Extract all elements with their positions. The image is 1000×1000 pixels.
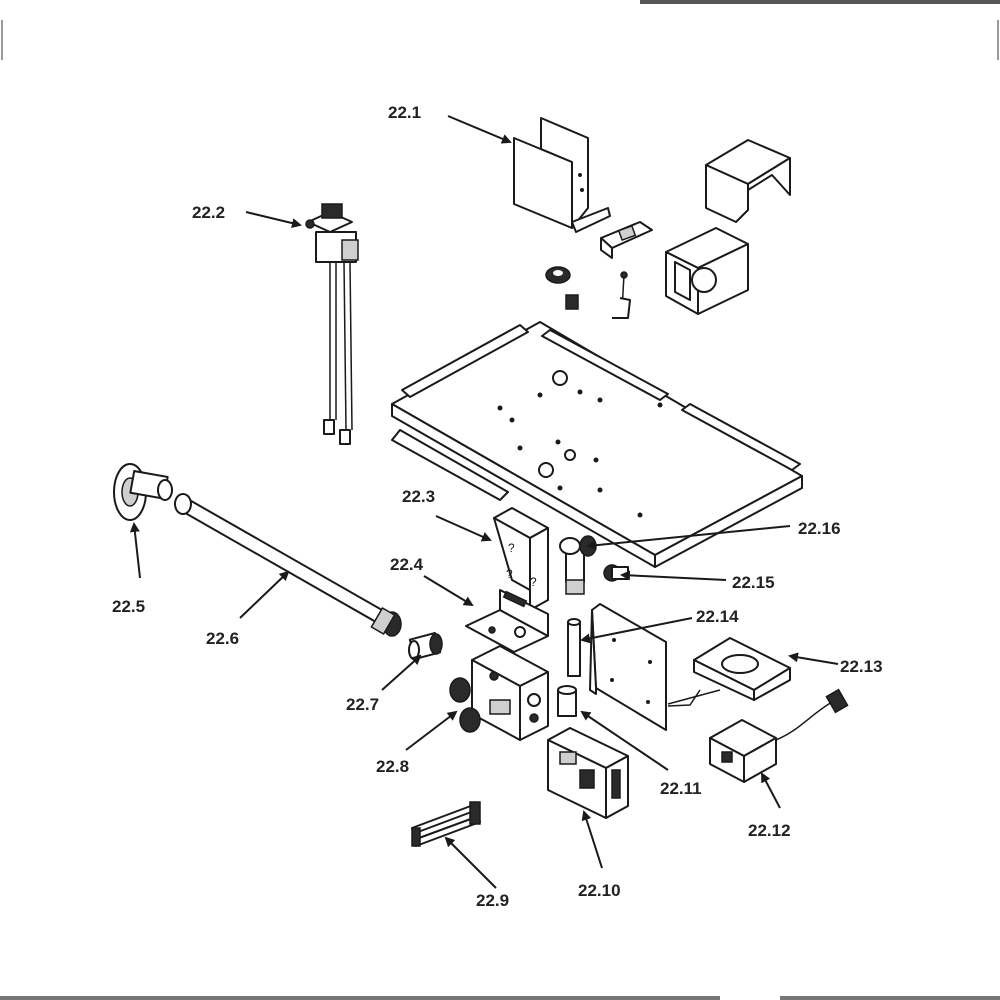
svg-text:?: ?	[508, 541, 515, 555]
part-22-9-wiring-harness	[411, 801, 481, 847]
callout-22-2: 22.2	[192, 203, 225, 222]
part-22-13-module	[667, 637, 791, 707]
callout-22-3: 22.3	[402, 487, 435, 506]
base-plate	[391, 321, 803, 568]
part-cover-top	[705, 139, 791, 223]
part-22-4-mounting-bracket	[465, 589, 549, 653]
part-22-16-elbow-fitting	[559, 535, 597, 595]
callout-22-12: 22.12	[748, 821, 791, 840]
callout-22-15: 22.15	[732, 573, 775, 592]
part-pin	[612, 271, 631, 319]
part-control-plate	[589, 603, 667, 731]
part-22-8-gas-valve	[449, 645, 549, 741]
part-22-14-tube	[567, 618, 581, 677]
callout-22-11: 22.11	[660, 779, 702, 798]
part-knob	[545, 266, 579, 310]
part-22-6-pipe	[174, 493, 402, 637]
callout-22-6: 22.6	[206, 629, 239, 648]
part-22-2-pilot-assembly	[305, 203, 359, 445]
callout-22-14: 22.14	[696, 607, 739, 626]
callout-22-9: 22.9	[476, 891, 509, 910]
callout-22-8: 22.8	[376, 757, 409, 776]
part-22-12-transformer	[709, 688, 849, 783]
part-22-1-bracket	[513, 117, 611, 233]
callout-22-7: 22.7	[346, 695, 379, 714]
part-22-7-fitting	[408, 631, 443, 661]
callout-labels: 22.1 22.2 22.3 22.4 22.5 22.6 22.7 22.8 …	[112, 103, 883, 910]
svg-text:?: ?	[530, 575, 537, 589]
part-clip	[600, 221, 653, 259]
part-22-11-connector	[557, 685, 577, 717]
callout-22-10: 22.10	[578, 881, 621, 900]
callout-22-1: 22.1	[388, 103, 421, 122]
part-22-10-control-board	[547, 727, 629, 819]
part-22-3-bracket-plate: ? ? ?	[493, 507, 549, 611]
part-22-15-plug	[603, 564, 629, 582]
leader-lines	[129, 115, 839, 889]
callout-22-13: 22.13	[840, 657, 883, 676]
callout-22-5: 22.5	[112, 597, 145, 616]
callout-22-4: 22.4	[390, 555, 424, 574]
svg-text:?: ?	[506, 567, 513, 581]
callout-22-16: 22.16	[798, 519, 841, 538]
part-cover-box	[665, 227, 749, 315]
part-22-5-elbow	[113, 463, 173, 521]
